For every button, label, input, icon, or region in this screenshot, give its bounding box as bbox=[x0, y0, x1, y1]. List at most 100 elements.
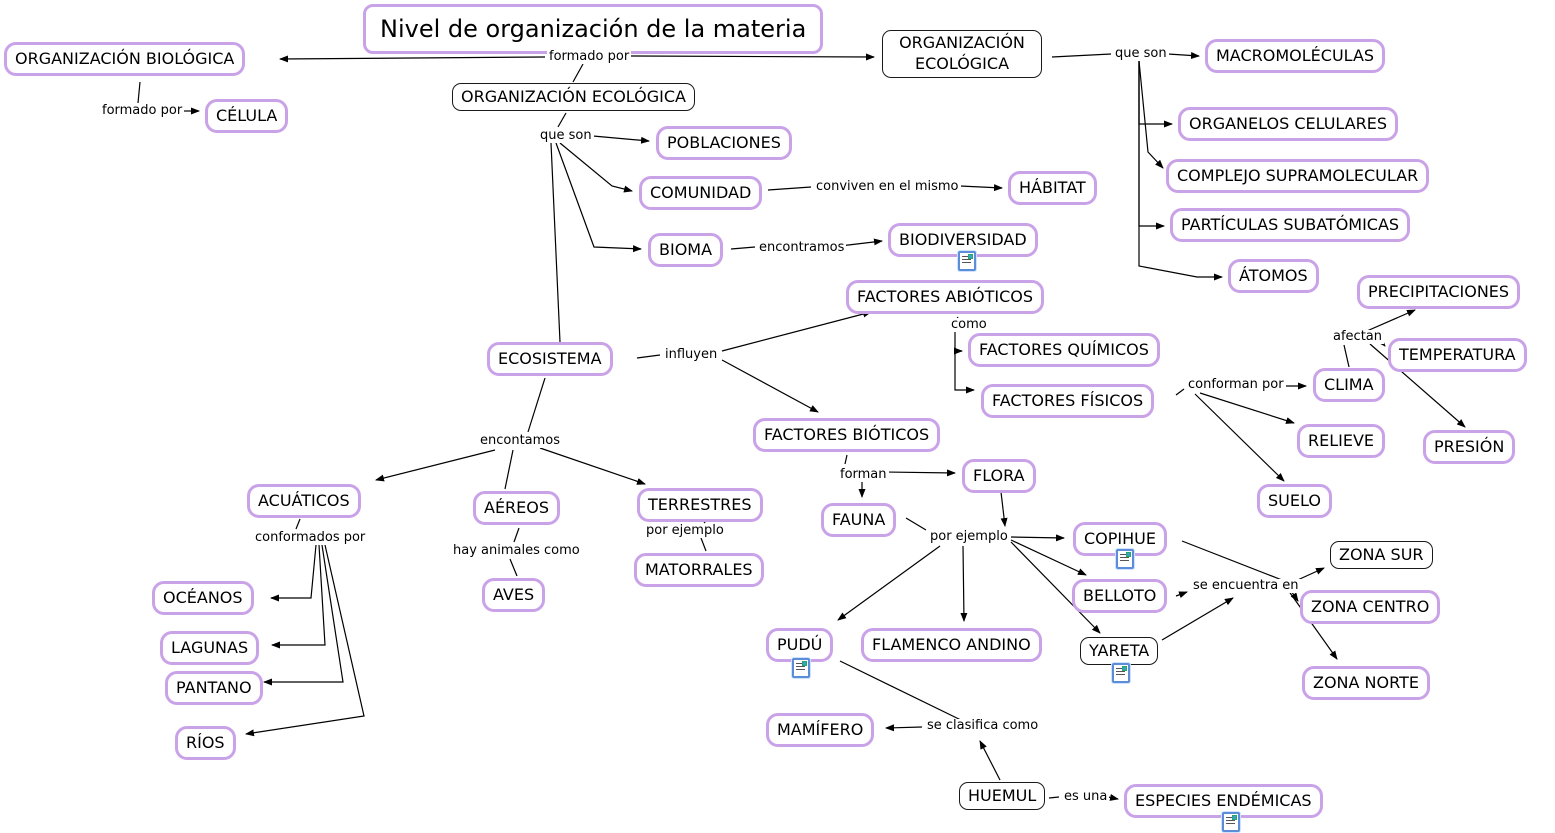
link-label-por-ejemplo-1[interactable]: por ejemplo bbox=[644, 523, 726, 539]
node-factores-bioticos[interactable]: FACTORES BIÓTICOS bbox=[753, 418, 941, 452]
connector bbox=[844, 454, 848, 465]
link-label-formado-por-1[interactable]: formado por bbox=[547, 49, 632, 65]
link-label-forman[interactable]: forman bbox=[838, 467, 889, 483]
node-huemul[interactable]: HUEMUL bbox=[959, 782, 1046, 810]
node-comunidad[interactable]: COMUNIDAD bbox=[639, 176, 763, 210]
node-habitat[interactable]: HÁBITAT bbox=[1008, 171, 1097, 205]
node-aves[interactable]: AVES bbox=[482, 578, 546, 612]
node-poblaciones[interactable]: POBLACIONES bbox=[656, 126, 792, 160]
node-atomos[interactable]: ÁTOMOS bbox=[1228, 259, 1319, 293]
connector bbox=[555, 142, 642, 253]
node-factores-quimicos[interactable]: FACTORES QUÍMICOS bbox=[968, 333, 1160, 367]
connector bbox=[1048, 796, 1060, 799]
connector bbox=[730, 246, 756, 250]
connector bbox=[1138, 61, 1223, 281]
node-precipitaciones[interactable]: PRECIPITACIONES bbox=[1357, 275, 1521, 309]
link-label-formado-por-2[interactable]: formado por bbox=[100, 103, 185, 119]
link-label-conforman-por[interactable]: conforman por bbox=[1186, 377, 1286, 393]
connector bbox=[504, 449, 514, 490]
node-factores-fisicos[interactable]: FACTORES FÍSICOS bbox=[981, 384, 1155, 418]
node-oceanos[interactable]: OCÉANOS bbox=[152, 581, 254, 615]
link-label-como[interactable]: como bbox=[949, 317, 989, 333]
node-biodiversidad[interactable]: BIODIVERSIDAD bbox=[888, 223, 1038, 257]
connector bbox=[1287, 589, 1338, 660]
connector bbox=[1138, 61, 1165, 230]
connector bbox=[1051, 53, 1112, 58]
node-complejo-supramolecular[interactable]: COMPLEJO SUPRAMOLECULAR bbox=[1166, 159, 1430, 193]
node-zona-centro[interactable]: ZONA CENTRO bbox=[1300, 590, 1441, 624]
connector bbox=[245, 544, 365, 737]
node-acuaticos[interactable]: ACUÁTICOS bbox=[247, 484, 361, 518]
node-pudu[interactable]: PUDÚ bbox=[766, 628, 834, 662]
node-fauna[interactable]: FAUNA bbox=[821, 503, 897, 537]
connector bbox=[1010, 539, 1087, 576]
node-zona-norte[interactable]: ZONA NORTE bbox=[1302, 666, 1430, 700]
resource-icon[interactable] bbox=[792, 658, 810, 678]
connector bbox=[837, 545, 941, 621]
connector bbox=[636, 354, 661, 359]
node-organizacion-ecologica-b[interactable]: ORGANIZACIÓN ECOLÓGICA bbox=[452, 83, 695, 111]
link-label-se-encuentra-en[interactable]: se encuentra en bbox=[1191, 578, 1301, 594]
connector bbox=[1010, 541, 1101, 634]
node-celula[interactable]: CÉLULA bbox=[205, 99, 289, 133]
node-belloto[interactable]: BELLOTO bbox=[1072, 579, 1168, 613]
resource-icon[interactable] bbox=[1116, 549, 1134, 569]
node-clima[interactable]: CLIMA bbox=[1313, 368, 1385, 402]
link-label-se-clasifica-como[interactable]: se clasifica como bbox=[925, 718, 1041, 734]
connector bbox=[263, 544, 344, 686]
resource-icon[interactable] bbox=[1222, 812, 1240, 832]
link-label-afectan[interactable]: afectan bbox=[1331, 329, 1384, 345]
connector bbox=[960, 545, 968, 622]
connector bbox=[295, 518, 301, 530]
connector bbox=[1000, 491, 1008, 527]
node-bioma[interactable]: BIOMA bbox=[648, 233, 724, 267]
node-particulas-subatomicas[interactable]: PARTÍCULAS SUBATÓMICAS bbox=[1170, 208, 1411, 242]
node-ecosistema[interactable]: ECOSISTEMA bbox=[487, 342, 613, 376]
node-pantano[interactable]: PANTANO bbox=[165, 671, 263, 705]
connector bbox=[959, 184, 1003, 192]
link-label-encontamos[interactable]: encontamos bbox=[478, 433, 563, 449]
node-aereos[interactable]: AÉREOS bbox=[473, 491, 561, 525]
node-mamifero[interactable]: MAMÍFERO bbox=[766, 713, 875, 747]
node-organizacion-ecologica-a[interactable]: ORGANIZACIÓN ECOLÓGICA bbox=[882, 30, 1042, 78]
connector bbox=[1175, 388, 1185, 396]
connector bbox=[279, 55, 546, 63]
link-label-conformados-por[interactable]: conformados por bbox=[253, 530, 368, 546]
link-label-hay-animales-como[interactable]: hay animales como bbox=[451, 543, 582, 559]
node-organelos-celulares[interactable]: ORGANELOS CELULARES bbox=[1178, 107, 1399, 141]
link-label-influyen[interactable]: influyen bbox=[663, 347, 720, 363]
connector bbox=[550, 142, 561, 343]
connector bbox=[954, 351, 975, 394]
node-macromoleculas[interactable]: MACROMOLÉCULAS bbox=[1205, 39, 1386, 73]
node-factores-abioticos[interactable]: FACTORES ABIÓTICOS bbox=[846, 280, 1045, 314]
node-flora[interactable]: FLORA bbox=[962, 459, 1036, 493]
resource-icon[interactable] bbox=[958, 251, 976, 271]
node-flamenco-andino[interactable]: FLAMENCO ANDINO bbox=[861, 628, 1042, 662]
node-zona-sur[interactable]: ZONA SUR bbox=[1330, 541, 1433, 569]
node-terrestres[interactable]: TERRESTRES bbox=[637, 488, 763, 522]
link-label-conviven-en-el-mismo[interactable]: conviven en el mismo bbox=[814, 179, 961, 195]
node-organizacion-biologica[interactable]: ORGANIZACIÓN BIOLÓGICA bbox=[4, 42, 246, 76]
connector bbox=[767, 186, 812, 191]
connector bbox=[513, 527, 520, 543]
node-presion[interactable]: PRESIÓN bbox=[1423, 430, 1516, 464]
node-relieve[interactable]: RELIEVE bbox=[1297, 424, 1386, 458]
link-label-por-ejemplo-2[interactable]: por ejemplo bbox=[928, 529, 1010, 545]
link-label-es-una[interactable]: es una bbox=[1062, 789, 1110, 805]
node-title[interactable]: Nivel de organización de la materia bbox=[363, 4, 824, 55]
node-yareta[interactable]: YARETA bbox=[1080, 637, 1159, 665]
connector bbox=[1175, 591, 1188, 599]
link-label-encontramos[interactable]: encontramos bbox=[757, 240, 847, 256]
node-temperatura[interactable]: TEMPERATURA bbox=[1388, 338, 1527, 372]
node-especies-endemicas[interactable]: ESPECIES ENDÉMICAS bbox=[1124, 784, 1323, 818]
connector bbox=[721, 310, 872, 352]
resource-icon[interactable] bbox=[1112, 663, 1130, 683]
node-matorrales[interactable]: MATORRALES bbox=[634, 553, 764, 587]
link-label-que-son-2[interactable]: que son bbox=[538, 128, 594, 144]
node-lagunas[interactable]: LAGUNAS bbox=[160, 631, 260, 665]
connector bbox=[1343, 344, 1350, 368]
node-rios[interactable]: RÍOS bbox=[175, 726, 236, 760]
link-label-que-son-1[interactable]: que son bbox=[1113, 46, 1169, 62]
node-suelo[interactable]: SUELO bbox=[1257, 484, 1332, 518]
